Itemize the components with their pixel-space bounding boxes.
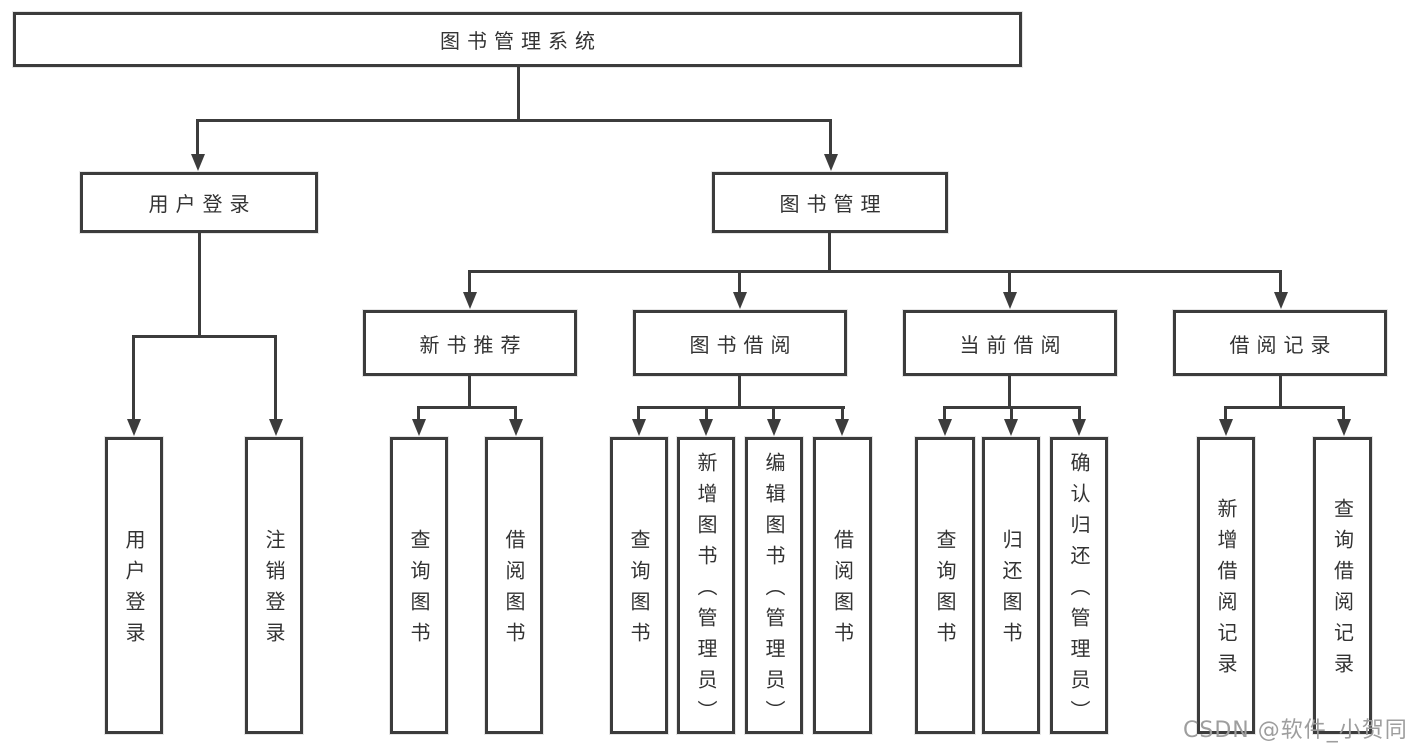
arrowhead-down-icon [1004, 419, 1018, 436]
connector-drop-leaf [637, 406, 640, 422]
leaf-query-book-current: 查询图书 [915, 437, 975, 734]
leaf-borrow-book-borrow: 借阅图书 [813, 437, 872, 734]
arrowhead-down-icon [699, 419, 713, 436]
leaf-query-book-borrow: 查询图书 [610, 437, 668, 734]
connector-currentborrow-stub [1008, 376, 1011, 409]
connector-drop-leaf [943, 406, 946, 422]
arrowhead-down-icon [1274, 292, 1288, 309]
connector-drop-leaf [132, 335, 135, 421]
leaf-edit-book-admin: 编辑图书（管理员） [745, 437, 803, 734]
connector-drop-leaf [1078, 406, 1081, 422]
connector-bookborrow-branch [637, 406, 845, 409]
arrowhead-down-icon [938, 419, 952, 436]
connector-newbook-stub [468, 376, 471, 409]
connector-drop-leaf [274, 335, 277, 421]
arrowhead-down-icon [733, 292, 747, 309]
connector-root-stub [517, 67, 520, 120]
connector-drop-leaf [1224, 406, 1227, 422]
leaf-confirm-return-admin: 确认归还（管理员） [1050, 437, 1108, 734]
connector-drop-level3 [1279, 270, 1282, 295]
arrowhead-down-icon [509, 419, 523, 436]
leaf-borrow-book-newrec: 借阅图书 [485, 437, 543, 734]
leaf-add-borrow-record: 新增借阅记录 [1197, 437, 1255, 734]
node-book-borrow: 图书借阅 [633, 310, 847, 376]
node-book-management: 图书管理 [712, 172, 948, 233]
arrowhead-down-icon [463, 292, 477, 309]
connector-drop-level3 [468, 270, 471, 295]
connector-newbook-branch [417, 406, 517, 409]
connector-root-branch [196, 119, 832, 122]
node-new-book-recommend: 新书推荐 [363, 310, 577, 376]
connector-drop-user-login [196, 119, 199, 157]
connector-drop-leaf [417, 406, 420, 422]
connector-bookborrow-stub [738, 376, 741, 409]
connector-drop-leaf [841, 406, 844, 422]
node-current-borrow: 当前借阅 [903, 310, 1117, 376]
connector-borrowhistory-stub [1279, 376, 1282, 409]
connector-drop-level3 [1008, 270, 1011, 295]
connector-drop-level3 [738, 270, 741, 295]
arrowhead-down-icon [412, 419, 426, 436]
arrowhead-down-icon [1219, 419, 1233, 436]
arrowhead-down-icon [127, 419, 141, 436]
node-library-system: 图书管理系统 [13, 12, 1022, 67]
node-borrow-records: 借阅记录 [1173, 310, 1387, 376]
leaf-query-borrow-record: 查询借阅记录 [1313, 437, 1372, 734]
connector-userlogin-branch [132, 335, 277, 338]
watermark: CSDN @软件_小贺同学 [1183, 718, 1405, 743]
connector-borrowhistory-branch [1224, 406, 1345, 409]
arrowhead-down-icon [1003, 292, 1017, 309]
connector-drop-leaf [1342, 406, 1345, 422]
connector-drop-leaf [705, 406, 708, 422]
arrowhead-down-icon [632, 419, 646, 436]
leaf-user-login: 用户登录 [105, 437, 163, 734]
leaf-query-book-newrec: 查询图书 [390, 437, 448, 734]
connector-bookmgmt-branch [468, 270, 1282, 273]
arrowhead-down-icon [269, 419, 283, 436]
arrowhead-down-icon [835, 419, 849, 436]
connector-drop-leaf [772, 406, 775, 422]
leaf-return-book: 归还图书 [982, 437, 1040, 734]
connector-drop-leaf [1010, 406, 1013, 422]
connector-userlogin-stub [198, 233, 201, 338]
connector-drop-book-mgmt [829, 119, 832, 157]
arrowhead-down-icon [824, 154, 838, 171]
leaf-logout-login: 注销登录 [245, 437, 303, 734]
connector-drop-leaf [514, 406, 517, 422]
arrowhead-down-icon [767, 419, 781, 436]
arrowhead-down-icon [1072, 419, 1086, 436]
arrowhead-down-icon [1337, 419, 1351, 436]
arrowhead-down-icon [191, 154, 205, 171]
leaf-add-book-admin: 新增图书（管理员） [677, 437, 735, 734]
connector-bookmgmt-stub [828, 233, 831, 273]
node-user-login: 用户登录 [80, 172, 318, 233]
